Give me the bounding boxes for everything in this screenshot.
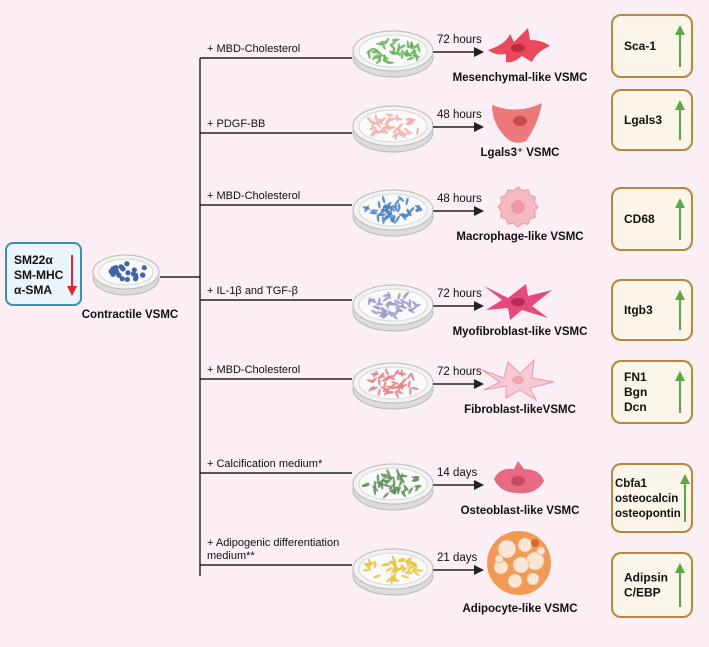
marker-label: CD68 bbox=[624, 212, 655, 226]
mesenchymal-cell-icon bbox=[488, 28, 550, 63]
arrow-right-icon bbox=[433, 301, 484, 311]
marker-box: Itgb3 bbox=[611, 279, 693, 341]
up-arrow-icon bbox=[675, 198, 685, 240]
up-arrow-icon bbox=[675, 25, 685, 67]
marker-label: osteocalcin bbox=[615, 493, 678, 505]
arrow-right-icon bbox=[433, 379, 484, 389]
culture-dish-icon bbox=[352, 284, 434, 332]
treatment-label: medium** bbox=[207, 550, 255, 562]
arrow-right-icon bbox=[433, 47, 484, 57]
marker-label: Cbfa1 bbox=[615, 478, 648, 490]
left-marker-frame bbox=[5, 242, 82, 306]
marker-label: C/EBP bbox=[624, 586, 661, 600]
treatment-label: + Adipogenic differentiation bbox=[207, 537, 339, 549]
cell-type-label: Adipocyte-like VSMC bbox=[462, 603, 577, 615]
marker-label: Sca-1 bbox=[624, 39, 656, 53]
duration-label: 72 hours bbox=[437, 34, 482, 46]
culture-dish-icon bbox=[352, 463, 434, 511]
up-arrow-icon bbox=[675, 371, 685, 413]
branch-1: + MBD-Cholesterol 72 hoursMesenchymal-lik… bbox=[200, 14, 693, 84]
treatment-label: + MBD-Cholesterol bbox=[207, 364, 300, 376]
marker-box: Lgals3 bbox=[611, 89, 693, 151]
left-marker-2: SM-MHC bbox=[14, 268, 64, 282]
duration-label: 72 hours bbox=[437, 366, 482, 378]
treatment-label: + IL-1β and TGF-β bbox=[207, 285, 298, 297]
marker-label: FN1 bbox=[624, 370, 647, 384]
duration-label: 14 days bbox=[437, 467, 478, 479]
culture-dish-icon bbox=[352, 362, 434, 410]
treatment-label: + PDGF-BB bbox=[207, 118, 265, 130]
treatment-label: + MBD-Cholesterol bbox=[207, 190, 300, 202]
duration-label: 72 hours bbox=[437, 288, 482, 300]
marker-label: Itgb3 bbox=[624, 303, 653, 317]
marker-box: Sca-1 bbox=[611, 14, 693, 78]
up-arrow-icon bbox=[680, 474, 690, 522]
fibroblast-cell-icon bbox=[481, 358, 555, 402]
marker-label: Dcn bbox=[624, 400, 647, 414]
osteoblast-cell-icon bbox=[494, 461, 544, 494]
left-marker-3: α-SMA bbox=[14, 283, 52, 297]
up-arrow-icon bbox=[675, 100, 685, 140]
cell-type-label: Osteoblast-like VSMC bbox=[461, 505, 580, 517]
up-arrow-icon bbox=[675, 563, 685, 607]
culture-dish-icon bbox=[352, 30, 434, 78]
branch-3: + MBD-Cholesterol 48 hoursMacrophage-like… bbox=[200, 186, 693, 251]
cell-type-label: Lgals3⁺ VSMC bbox=[481, 147, 560, 159]
left-marker-1: SM22α bbox=[14, 253, 53, 267]
culture-dish-icon bbox=[352, 189, 434, 237]
down-arrow-icon bbox=[67, 255, 77, 296]
marker-box: CD68 bbox=[611, 187, 693, 251]
culture-dish-icon bbox=[352, 105, 434, 153]
left-marker-box: SM22α SM-MHC α-SMA bbox=[5, 242, 82, 306]
branch-6: + Calcification medium* 14 daysOsteoblast… bbox=[200, 458, 693, 533]
branch-connector bbox=[160, 58, 201, 576]
arrow-right-icon bbox=[433, 122, 484, 132]
cell-type-label: Fibroblast-likeVSMC bbox=[464, 404, 576, 416]
culture-dish-icon bbox=[352, 548, 434, 596]
marker-box: Cbfa1 osteocalcin osteopontin bbox=[611, 463, 693, 533]
marker-label: Adipsin bbox=[624, 571, 668, 585]
arrow-right-icon bbox=[433, 206, 484, 216]
macrophage-cell-icon bbox=[497, 186, 539, 228]
source-cell-label: Contractile VSMC bbox=[82, 309, 179, 321]
cell-type-label: Macrophage-like VSMC bbox=[456, 231, 583, 243]
arrow-right-icon bbox=[433, 565, 484, 575]
marker-label: Lgals3 bbox=[624, 113, 662, 127]
up-arrow-icon bbox=[675, 290, 685, 330]
cell-type-label: Myofibroblast-like VSMC bbox=[453, 326, 588, 338]
branch-5: + MBD-Cholesterol 72 hoursFibroblast-like… bbox=[200, 358, 693, 424]
duration-label: 21 days bbox=[437, 552, 478, 564]
treatment-label: + MBD-Cholesterol bbox=[207, 43, 300, 55]
cell-type-label: Mesenchymal-like VSMC bbox=[453, 72, 588, 84]
duration-label: 48 hours bbox=[437, 109, 482, 121]
arrow-right-icon bbox=[433, 480, 484, 490]
contractile-dish-icon bbox=[92, 254, 160, 296]
adipocyte-cell-icon bbox=[487, 531, 551, 595]
branch-4: + IL-1β and TGF-β 72 hoursMyofibroblast-l… bbox=[200, 279, 693, 341]
marker-label: Bgn bbox=[624, 385, 647, 399]
myofibroblast-cell-icon bbox=[484, 284, 552, 320]
marker-label: osteopontin bbox=[615, 508, 681, 520]
lgals3-cell-icon bbox=[492, 103, 542, 143]
duration-label: 48 hours bbox=[437, 193, 482, 205]
treatment-label: + Calcification medium* bbox=[207, 458, 323, 470]
